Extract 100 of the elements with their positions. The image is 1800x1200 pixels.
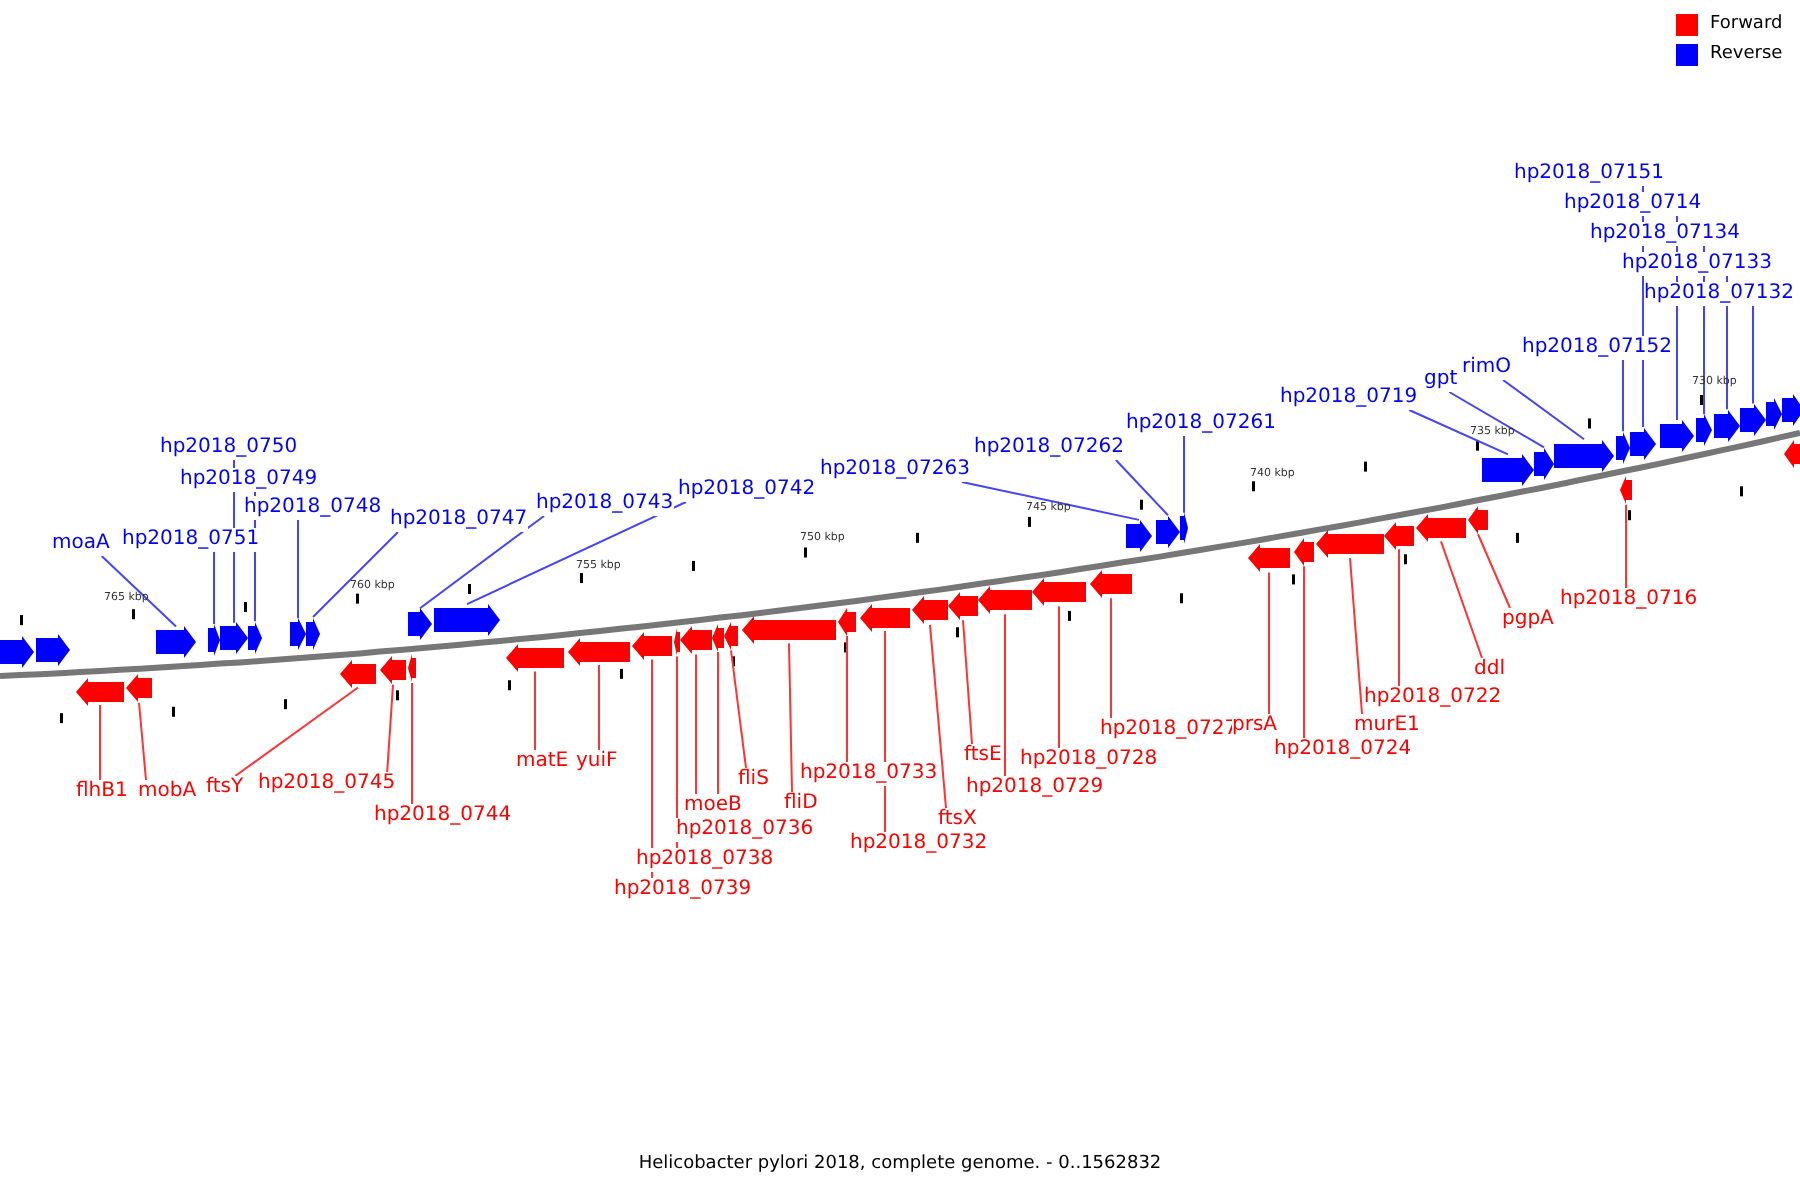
- gene-marker: [1620, 476, 1632, 505]
- leader-line: [846, 635, 848, 763]
- leader-line: [1408, 409, 1509, 456]
- leader-line: [312, 531, 399, 618]
- gene-label: moeB: [684, 794, 742, 818]
- gene-marker: [1126, 519, 1152, 552]
- gene-marker: [1714, 409, 1740, 442]
- gene-label: hp2018_07261: [1126, 412, 1276, 436]
- gene-label: hp2018_0745: [258, 772, 396, 796]
- gene-marker: [1554, 439, 1614, 472]
- gene-marker: [126, 674, 152, 703]
- gene-marker: [1032, 578, 1086, 607]
- gene-label: hp2018_0748: [244, 496, 382, 520]
- gene-label: hp2018_0744: [374, 804, 512, 828]
- leader-line: [1349, 557, 1363, 715]
- leader-line: [386, 683, 394, 773]
- gene-label: hp2018_0724: [1274, 738, 1412, 762]
- leader-line: [884, 630, 886, 833]
- gene-label: hp2018_07152: [1522, 336, 1672, 360]
- leader-line: [1114, 459, 1169, 517]
- leader-line: [598, 664, 600, 751]
- gene-marker: [860, 603, 910, 631]
- gene-marker: [248, 621, 262, 654]
- gene-marker: [912, 596, 948, 625]
- gene-marker: [340, 659, 376, 688]
- leader-line: [1004, 613, 1006, 777]
- gene-label: hp2018_0716: [1560, 588, 1698, 612]
- gene-marker: [1384, 521, 1414, 550]
- gene-label: hp2018_0728: [1020, 748, 1158, 772]
- gene-marker: [742, 615, 836, 644]
- leader-line: [1477, 533, 1511, 609]
- gene-marker: [1294, 538, 1314, 567]
- leader-line: [100, 555, 177, 628]
- gene-label: hp2018_0739: [614, 878, 752, 902]
- gene-marker: [1696, 414, 1712, 447]
- legend-label: Forward: [1710, 12, 1783, 36]
- gene-marker: [838, 608, 856, 636]
- leader-line: [788, 642, 793, 793]
- gene-marker: [1616, 431, 1630, 464]
- gene-label: hp2018_0742: [678, 478, 816, 502]
- gene-marker: [1740, 403, 1766, 436]
- gene-label: hp2018_07132: [1644, 282, 1794, 306]
- gene-marker: [632, 631, 672, 660]
- leader-line: [411, 681, 413, 805]
- gene-marker: [724, 622, 738, 651]
- gene-marker: [568, 637, 630, 666]
- gene-marker: [1766, 398, 1782, 431]
- gene-label: gpt: [1424, 368, 1458, 392]
- gene-marker: [674, 628, 680, 657]
- gene-marker: [948, 592, 978, 621]
- gene-marker: [1468, 506, 1488, 535]
- gene-label: hp2018_0751: [122, 528, 260, 552]
- leader-line: [1303, 565, 1305, 739]
- gene-marker: [506, 643, 564, 672]
- leader-line: [1448, 391, 1545, 449]
- gene-marker: [1784, 440, 1800, 469]
- leader-line: [651, 658, 653, 879]
- gene-marker: [712, 623, 724, 652]
- gene-marker: [1782, 394, 1800, 427]
- leader-line: [466, 501, 687, 606]
- gene-label: hp2018_07262: [974, 436, 1124, 460]
- leader-line: [1183, 435, 1185, 514]
- gene-marker: [680, 626, 712, 655]
- gene-label: hp2018_0714: [1564, 192, 1702, 216]
- leader-line: [717, 650, 719, 795]
- gene-marker: [1630, 427, 1656, 460]
- leader-line: [213, 551, 215, 626]
- gene-marker: [0, 635, 34, 668]
- gene-label: hp2018_07133: [1622, 252, 1772, 276]
- gene-label: rimO: [1462, 356, 1512, 380]
- gene-marker: [1156, 515, 1180, 548]
- gene-marker: [1180, 512, 1188, 545]
- leader-line: [676, 655, 678, 849]
- gene-label: hp2018_0733: [800, 762, 938, 786]
- leader-line: [1502, 379, 1585, 441]
- gene-label: hp2018_07134: [1590, 222, 1740, 246]
- leader-line: [234, 686, 359, 777]
- gene-label: hp2018_0743: [536, 492, 674, 516]
- gene-label: hp2018_07151: [1514, 162, 1664, 186]
- leader-line: [1268, 571, 1270, 715]
- leader-line: [1440, 540, 1483, 659]
- gene-marker: [1416, 513, 1466, 542]
- gene-marker: [1660, 419, 1694, 452]
- leader-line: [1752, 305, 1754, 405]
- gene-marker: [306, 617, 320, 649]
- gene-label: hp2018_07263: [820, 458, 970, 482]
- gene-marker: [434, 604, 500, 637]
- gene-marker: [220, 622, 248, 655]
- gene-marker: [1316, 530, 1384, 559]
- leader-line: [730, 649, 747, 769]
- gene-marker: [36, 633, 70, 666]
- leader-line: [1110, 597, 1112, 719]
- gene-marker: [1248, 544, 1290, 573]
- gene-label: yuiF: [576, 750, 618, 774]
- gene-marker: [978, 586, 1032, 615]
- leader-line: [419, 515, 545, 610]
- gene-marker: [208, 624, 220, 657]
- gene-marker: [1534, 447, 1554, 480]
- gene-label: hp2018_0749: [180, 468, 318, 492]
- gene-marker: [408, 608, 432, 641]
